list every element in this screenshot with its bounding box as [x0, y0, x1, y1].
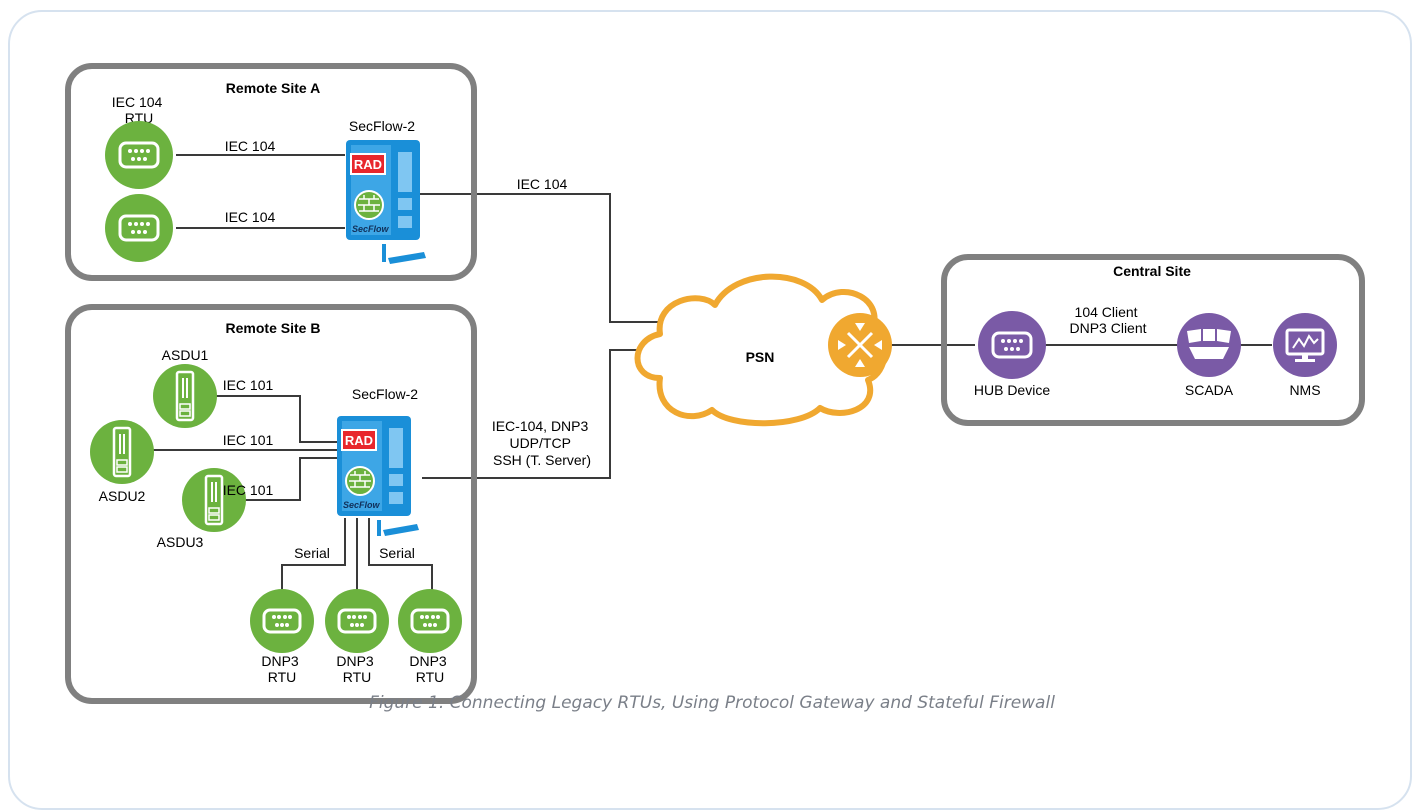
site-b-secflow-device[interactable]: RAD SecFlow — [337, 416, 419, 536]
serial-port-icon — [1001, 339, 1023, 351]
scada-label: SCADA — [1185, 382, 1234, 398]
nms-label: NMS — [1289, 382, 1320, 398]
scada-station[interactable] — [1177, 313, 1241, 377]
serial-left-label: Serial — [294, 545, 330, 561]
site-b-device-label: SecFlow-2 — [352, 386, 418, 402]
rad-logo-text: RAD — [354, 157, 382, 172]
asdu1-label: ASDU1 — [162, 347, 209, 363]
rad-logo — [350, 153, 386, 175]
figure-caption: Figure 1. Connecting Legacy RTUs, Using … — [369, 693, 1055, 713]
serial-right-label: Serial — [379, 545, 415, 561]
central-site-box — [941, 254, 1365, 426]
serial-port-icon — [347, 615, 367, 627]
brick-icon — [358, 195, 380, 212]
asdu2-link-label: IEC 101 — [223, 432, 274, 448]
site-a-rtu2[interactable] — [105, 194, 173, 262]
site-a-uplink-label: IEC 104 — [517, 176, 568, 192]
dnp3-rtu-1-label: DNP3 RTU — [261, 653, 302, 685]
serial-port-icon — [272, 615, 292, 627]
psn-label: PSN — [746, 349, 775, 365]
rad-logo-text: RAD — [345, 433, 373, 448]
asdu3-label: ASDU3 — [157, 534, 204, 550]
site-a-device-label: SecFlow-2 — [349, 118, 415, 134]
link-site-b-uplink — [422, 349, 660, 479]
serial-port-icon — [128, 149, 150, 161]
connection-lines — [150, 154, 1272, 592]
link-serial-rtu1 — [281, 518, 346, 592]
asdu2-label: ASDU2 — [99, 488, 146, 504]
site-a-link2-label: IEC 104 — [225, 209, 276, 225]
hub-label: HUB Device — [974, 382, 1050, 398]
dnp3-rtu-2-label: DNP3 RTU — [336, 653, 377, 685]
hub-scada-link-label: 104 Client DNP3 Client — [1069, 304, 1146, 336]
dnp3-rtu-3[interactable] — [398, 589, 462, 653]
asdu2-device[interactable] — [90, 420, 154, 484]
dnp3-rtu-1[interactable] — [250, 589, 314, 653]
serial-port-icon — [420, 615, 440, 627]
control-room-icon — [1187, 329, 1231, 359]
asdu1-device[interactable] — [153, 364, 217, 428]
nms-station[interactable] — [1273, 313, 1337, 377]
secflow-logo: SecFlow — [343, 500, 381, 510]
site-a-secflow-device[interactable]: RAD SecFlow — [346, 140, 426, 264]
router-icon[interactable] — [828, 313, 892, 377]
site-b-box — [65, 304, 477, 704]
link-serial-rtu3 — [368, 518, 433, 592]
brick-icon — [349, 471, 371, 488]
link-asdu3 — [244, 457, 337, 501]
site-b-uplink-label: IEC-104, DNP3 UDP/TCP SSH (T. Server) — [492, 418, 592, 468]
site-a-rtu1[interactable] — [105, 121, 173, 189]
rad-logo — [341, 429, 377, 451]
dnp3-rtu-3-label: DNP3 RTU — [409, 653, 450, 685]
serial-port-icon — [128, 222, 150, 234]
link-site-a-uplink — [420, 193, 690, 323]
asdu3-device[interactable] — [182, 468, 246, 532]
site-a-title: Remote Site A — [226, 80, 320, 96]
secflow-logo: SecFlow — [352, 224, 390, 234]
site-a-box — [65, 63, 477, 281]
central-site-title: Central Site — [1113, 263, 1191, 279]
site-a-link1-label: IEC 104 — [225, 138, 276, 154]
asdu1-link-label: IEC 101 — [223, 377, 274, 393]
hub-device[interactable] — [978, 311, 1046, 379]
network-diagram: Remote Site A Remote Site B Central Site… — [65, 63, 1365, 704]
link-asdu1 — [214, 395, 337, 443]
site-b-title: Remote Site B — [226, 320, 321, 336]
asdu3-link-label: IEC 101 — [223, 482, 274, 498]
dnp3-rtu-2[interactable] — [325, 589, 389, 653]
